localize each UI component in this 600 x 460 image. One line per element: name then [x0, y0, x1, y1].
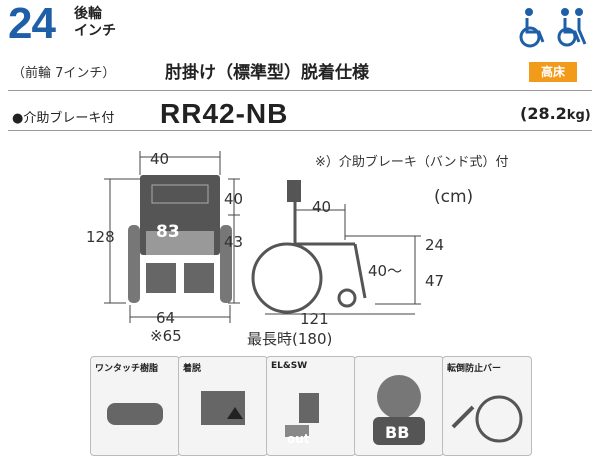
- feature-anti-tip: 転倒防止バー: [442, 356, 532, 456]
- brake-spec: ●介助ブレーキ付: [12, 111, 115, 126]
- detachable-armrest-icon: [201, 391, 245, 425]
- inch-label: インチ: [74, 23, 116, 39]
- feature-detachable: 着脱: [178, 356, 268, 456]
- elevating-swing-footrest-icon: [285, 393, 319, 437]
- feature-label: 着脱: [183, 364, 202, 374]
- armrest-spec: 肘掛け（標準型）脱着仕様: [165, 63, 369, 83]
- side-headrest: 40: [312, 198, 332, 216]
- feature-el-sw: EL&SW out: [266, 356, 356, 456]
- feature-label: ワンタッチ樹脂: [95, 364, 159, 374]
- side-view-drawing: [251, 180, 421, 315]
- front-top-width: 40: [150, 150, 170, 168]
- front-bottom-width-alt: ※65: [150, 327, 182, 345]
- front-view-drawing: [104, 151, 240, 323]
- side-max-length: 最長時(180): [247, 330, 333, 348]
- self-propelled-wheelchair-icon: [519, 8, 545, 48]
- wheel-size: 24: [8, 0, 56, 48]
- divider-top: [8, 90, 592, 91]
- front-wheel-note: （前輪 7インチ）: [12, 66, 116, 81]
- wheelchair-icons: [519, 8, 587, 48]
- brake-note: ※）介助ブレーキ（バンド式）付: [315, 155, 509, 170]
- weight: (28.2kg): [520, 104, 591, 123]
- front-height: 128: [86, 228, 115, 246]
- feature-label: 転倒防止バー: [447, 364, 502, 374]
- wheel-size-label: 後輪 インチ: [74, 6, 116, 40]
- seat-badge: 高床: [529, 62, 577, 82]
- feature-one-touch-resin: ワンタッチ樹脂: [90, 356, 180, 456]
- side-arm-height: 24: [425, 236, 445, 254]
- model-name: RR42-NB: [160, 98, 289, 129]
- front-seat-to-arm: 43: [224, 233, 244, 251]
- front-backrest: 83: [156, 222, 180, 242]
- weight-unit: kg): [566, 108, 591, 123]
- side-length: 121: [300, 310, 329, 328]
- front-back-height: 40: [224, 190, 244, 208]
- attendant-wheelchair-icon: [557, 8, 587, 47]
- divider-bottom: [8, 130, 592, 131]
- feature-label: EL&SW: [271, 361, 308, 371]
- weight-value: (28.2: [520, 104, 567, 123]
- one-touch-resin-icon: [107, 403, 163, 425]
- feature-bb: BB: [354, 356, 444, 456]
- side-seat-depth: 40〜: [368, 262, 403, 280]
- feature-out-label: out: [287, 432, 310, 446]
- side-seat-height: 47: [425, 272, 445, 290]
- unit-label: (cm): [434, 187, 474, 207]
- front-bottom-width: 64: [156, 309, 176, 327]
- feature-bb-label: BB: [385, 423, 410, 442]
- anti-tip-bar-icon: [451, 395, 523, 443]
- bb-brake-icon: [373, 375, 425, 445]
- rear-wheel-label: 後輪: [74, 6, 102, 22]
